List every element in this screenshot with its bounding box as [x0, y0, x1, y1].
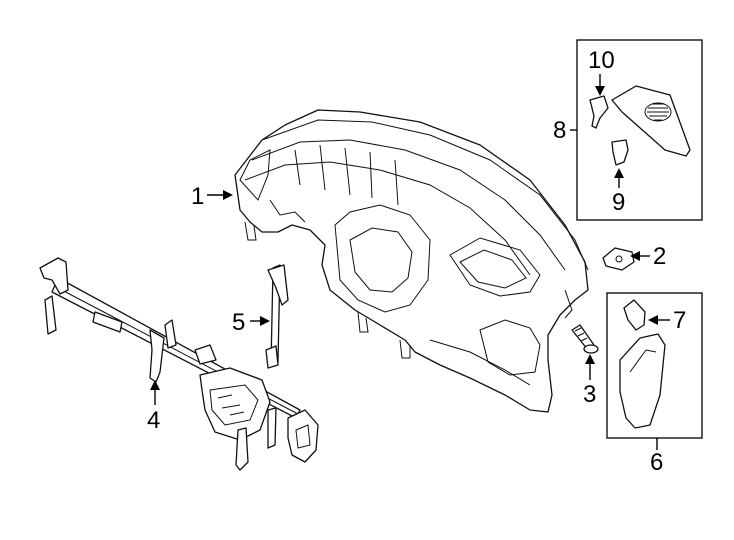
callout-label-8: 8 [553, 117, 566, 144]
callout-label-9: 9 [612, 189, 625, 216]
callout-label-10: 10 [588, 47, 615, 74]
screw [571, 324, 599, 354]
callout-label-3: 3 [583, 381, 596, 408]
callout-label-7: 7 [673, 307, 686, 334]
callout-5: 5 [232, 309, 270, 336]
end-cap [623, 299, 646, 331]
callout-1: 1 [191, 183, 233, 210]
group-box-6 [606, 292, 703, 439]
callout-6: 6 [650, 438, 663, 476]
callout-label-5: 5 [232, 309, 245, 336]
clip-9 [611, 139, 629, 166]
callout-label-2: 2 [653, 243, 666, 270]
callout-9: 9 [612, 168, 625, 216]
end-cover [619, 333, 666, 429]
callout-label-1: 1 [191, 183, 204, 210]
callout-2: 2 [630, 243, 666, 270]
callout-10: 10 [588, 47, 615, 96]
clip [602, 247, 635, 271]
callout-label-4: 4 [147, 407, 160, 434]
callout-8: 8 [553, 117, 577, 144]
callout-7: 7 [648, 307, 686, 334]
speaker-grille [611, 85, 691, 157]
callout-3: 3 [583, 354, 596, 408]
callout-label-6: 6 [650, 449, 663, 476]
instrument-panel [234, 109, 589, 413]
cross-car-beam [39, 257, 319, 471]
callout-4: 4 [147, 380, 160, 434]
brace [265, 264, 289, 369]
clip-10 [589, 95, 609, 129]
